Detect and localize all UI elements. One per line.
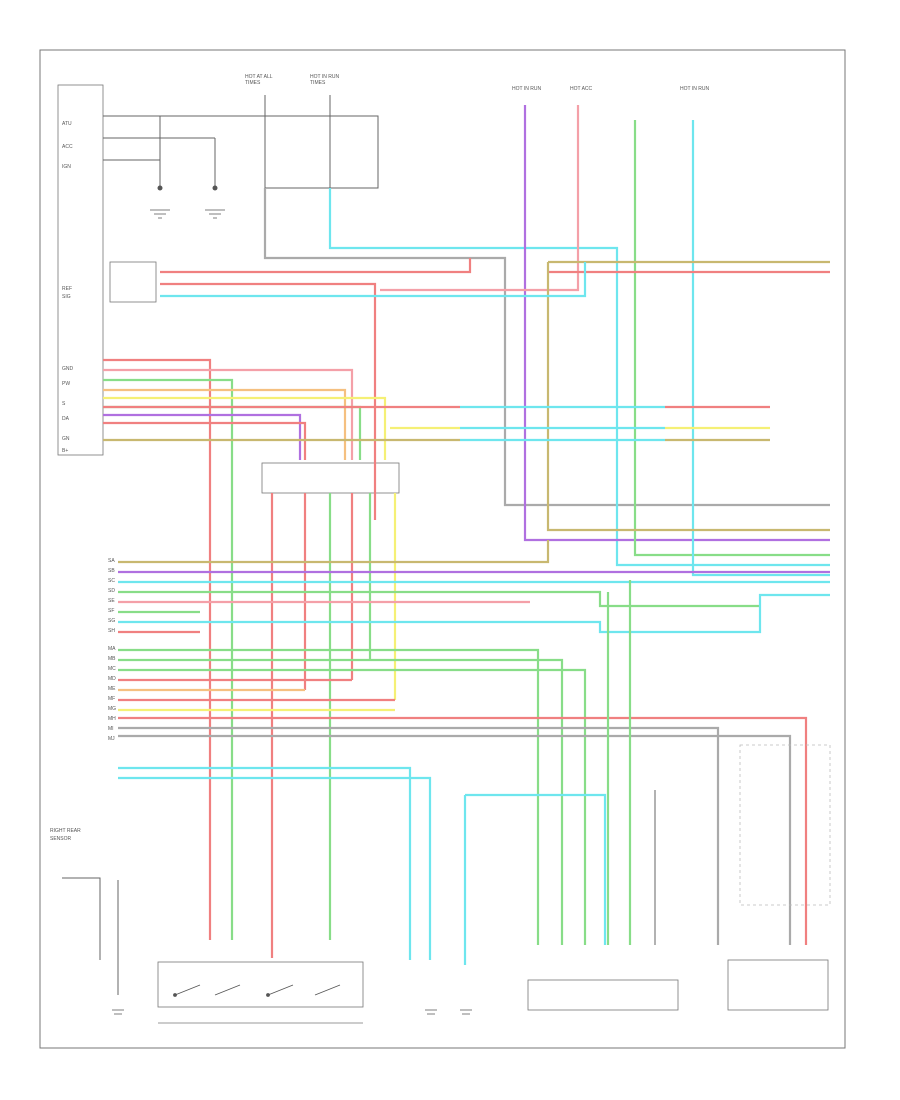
lower-ecu-pin-labels: SA SB SC SD SE SF SG SH MA MB MC MD ME MF MG MH MI M… [108,558,116,742]
svg-text:ATU: ATU [62,121,72,127]
door-switch-box [157,961,364,1008]
svg-text:MD: MD [108,676,116,682]
ecu-output-wires [103,358,770,940]
rear-sensor-box [739,744,831,906]
svg-text:RIGHT REAR: RIGHT REAR [50,828,81,834]
svg-text:REF: REF [62,286,72,292]
svg-text:SENSOR: SENSOR [50,836,72,842]
svg-text:SA: SA [108,558,115,564]
right-green-verticals [606,580,656,945]
right-rear-switch-box [527,979,679,1011]
switch-block-drops [270,493,397,958]
svg-text:MB: MB [108,656,116,662]
svg-text:HOT IN RUN: HOT IN RUN [310,74,339,80]
svg-text:MJ: MJ [108,736,115,742]
svg-text:SH: SH [108,628,115,634]
svg-text:MF: MF [108,696,115,702]
svg-text:HOT IN RUN: HOT IN RUN [512,86,541,92]
svg-text:SC: SC [108,578,115,584]
svg-text:GND: GND [62,366,74,372]
svg-text:ACC: ACC [62,144,73,150]
svg-text:IGN: IGN [62,164,71,170]
ground-marks-bottom [112,1009,472,1015]
junction-wires [160,258,587,520]
switch-block-box [261,462,400,494]
junction-connector-box [109,261,157,303]
switch-contacts [173,984,341,997]
svg-text:PW: PW [62,381,70,387]
svg-text:ME: ME [108,686,116,692]
ecu-module-box [57,84,104,456]
left-ground-module: RIGHT REAR SENSOR [50,828,119,995]
svg-text:HOT AT ALL: HOT AT ALL [245,74,273,80]
ground-symbols [150,209,225,219]
svg-text:S: S [62,401,66,407]
svg-text:SE: SE [108,598,115,604]
rear-sensor-module-box [727,959,829,1011]
svg-text:MI: MI [108,726,114,732]
lower-ecu-wires [118,540,830,945]
svg-text:SIG: SIG [62,294,71,300]
svg-text:TIMES: TIMES [245,80,261,86]
vertical-feed-wires [263,105,830,577]
svg-text:MH: MH [108,716,116,722]
center-cyan-wires [118,766,607,965]
svg-text:MG: MG [108,706,116,712]
svg-text:HOT IN RUN: HOT IN RUN [680,86,709,92]
svg-text:SD: SD [108,588,115,594]
svg-text:SG: SG [108,618,115,624]
ecu-pin-labels: ATU ACC IGN REF SIG GND PW S DA GN B+ [62,121,74,454]
svg-text:GN: GN [62,436,70,442]
svg-text:HOT ACC: HOT ACC [570,86,593,92]
svg-text:TIMES: TIMES [310,80,326,86]
svg-text:SB: SB [108,568,115,574]
svg-text:SF: SF [108,608,114,614]
diagram-frame [39,49,846,1049]
svg-text:MA: MA [108,646,116,652]
svg-text:B+: B+ [62,448,68,454]
top-power-lines [103,95,379,191]
upper-right-wires [546,260,830,532]
svg-text:MC: MC [108,666,116,672]
svg-text:DA: DA [62,416,70,422]
